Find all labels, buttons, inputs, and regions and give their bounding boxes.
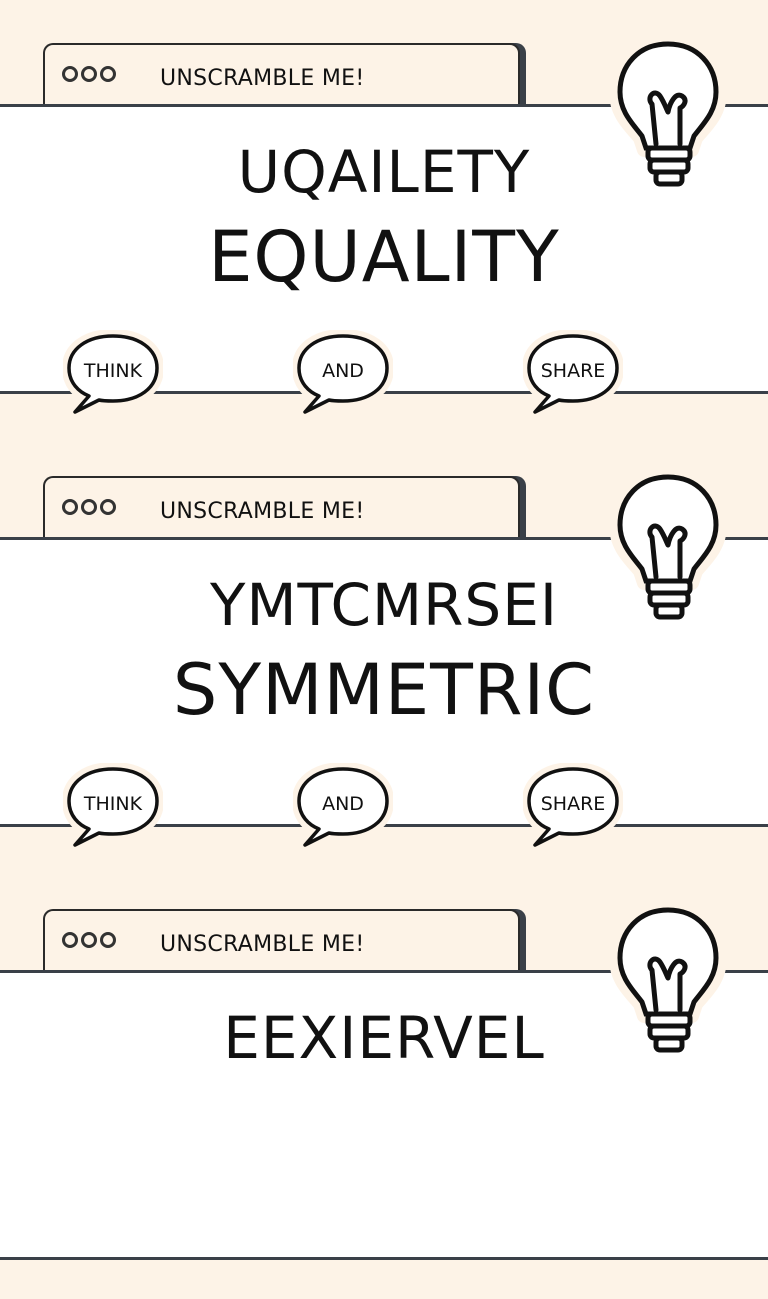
bubble-label: SHARE (540, 360, 606, 382)
window-dots-icon (62, 499, 116, 515)
bubble-label: AND (322, 793, 364, 815)
puzzle-card-3: UNSCRAMBLE ME! EEXIERVEL (0, 866, 768, 1299)
speech-bubble-and: AND (293, 763, 393, 853)
window-tab: UNSCRAMBLE ME! (43, 43, 520, 113)
window-dots-icon (62, 66, 116, 82)
speech-bubble-think: THINK (63, 330, 163, 420)
speech-bubble-icon (63, 763, 163, 852)
window-dots-icon (62, 932, 116, 948)
speech-bubble-icon (293, 330, 393, 419)
speech-bubble-icon (293, 763, 393, 852)
tab-label: UNSCRAMBLE ME! (160, 932, 365, 957)
bubble-label: THINK (83, 360, 143, 382)
tab-label: UNSCRAMBLE ME! (160, 66, 365, 91)
bubble-label: AND (322, 360, 364, 382)
tab-label: UNSCRAMBLE ME! (160, 499, 365, 524)
speech-bubble-and: AND (293, 330, 393, 420)
speech-bubble-share: SHARE (523, 330, 623, 420)
answer-word: EQUALITY (208, 216, 560, 298)
puzzle-card-2: UNSCRAMBLE ME! YMTCMRSEI SYMMETRIC THINK… (0, 433, 768, 866)
speech-bubble-icon (523, 763, 623, 852)
lightbulb-icon (608, 898, 728, 1058)
puzzle-card-1: UNSCRAMBLE ME! UQAILETY EQUALITY THINK A… (0, 0, 768, 433)
speech-bubble-think: THINK (63, 763, 163, 853)
window-tab: UNSCRAMBLE ME! (43, 476, 520, 546)
lightbulb-icon (608, 465, 728, 625)
scrambled-word: YMTCMRSEI (210, 571, 558, 639)
bubble-label: SHARE (540, 793, 606, 815)
lightbulb-icon (608, 32, 728, 192)
bubble-label: THINK (83, 793, 143, 815)
window-tab: UNSCRAMBLE ME! (43, 909, 520, 979)
answer-word: SYMMETRIC (172, 649, 596, 731)
speech-bubble-icon (63, 330, 163, 419)
speech-bubble-share: SHARE (523, 763, 623, 853)
speech-bubble-icon (523, 330, 623, 419)
scrambled-word: UQAILETY (237, 138, 531, 206)
